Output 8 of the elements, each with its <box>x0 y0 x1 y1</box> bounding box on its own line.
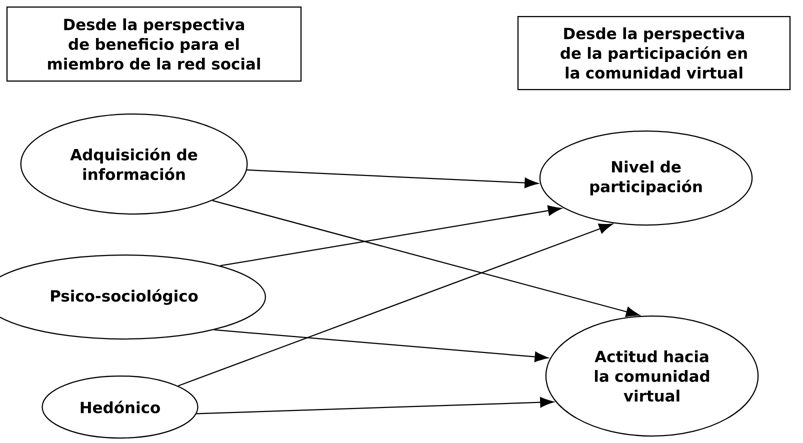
arrow <box>178 224 613 386</box>
heading-box: Desde la perspectiva de beneficio para el miembro de la red social <box>6 6 302 82</box>
arrow <box>212 200 640 317</box>
arrow <box>220 205 562 266</box>
arrow <box>214 329 548 362</box>
arrow <box>246 169 538 188</box>
heading-box: Desde la perspectiva de la participación en la comunidad virtual <box>517 16 791 90</box>
arrow <box>196 397 554 414</box>
